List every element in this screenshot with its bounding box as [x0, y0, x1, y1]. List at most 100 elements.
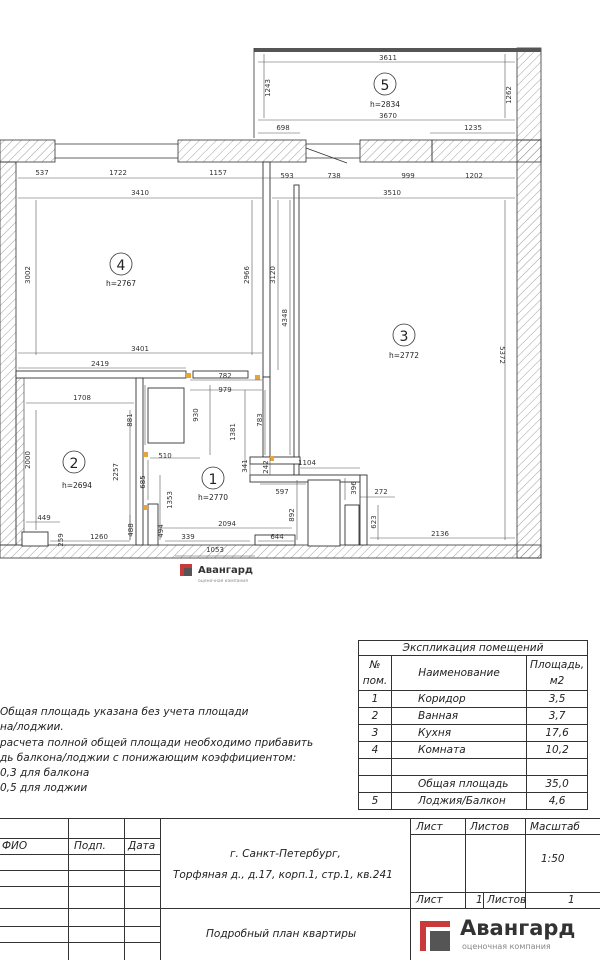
company-logo: Авангард оценочная компания — [420, 914, 595, 954]
balcony-row: 5 Лоджия/Балкон 4,6 — [358, 792, 589, 810]
dim-text: 510 — [158, 452, 171, 460]
table-row: 4 Комната 10,2 — [358, 741, 589, 759]
dim-text: 1104 — [298, 459, 316, 467]
svg-text:h=2770: h=2770 — [198, 493, 228, 502]
logo-mark-icon — [420, 921, 450, 951]
dim-text: 242 — [262, 460, 270, 473]
drawing-title: Подробный план квартиры — [206, 928, 357, 940]
dim-text: 782 — [218, 372, 231, 380]
dim-text: 2966 — [243, 266, 251, 284]
dim-text: 3611 — [379, 54, 397, 62]
dim-text: 3410 — [131, 189, 149, 197]
dim-text: 2419 — [91, 360, 109, 368]
exterior-walls — [0, 47, 542, 559]
dim-text: 1235 — [464, 124, 482, 132]
svg-text:h=2772: h=2772 — [389, 351, 419, 360]
svg-text:h=2767: h=2767 — [106, 279, 136, 288]
svg-text:1: 1 — [209, 472, 218, 488]
label-masshtab: Масштаб — [530, 821, 580, 833]
note-line: расчета полной общей площади необходимо … — [0, 736, 314, 749]
svg-text:оценочная компания: оценочная компания — [198, 579, 248, 584]
dim-text: 2257 — [112, 463, 120, 481]
explication-title: Экспликация помещений — [357, 640, 589, 656]
label-listov: Листов — [470, 821, 510, 833]
header-name: Наименование — [391, 655, 527, 691]
col-data: Дата — [128, 840, 156, 852]
dim-text: 5372 — [498, 346, 506, 364]
floor-plan: 3611 3670 1243 1262 698 1235 537 1722 11… — [0, 47, 542, 584]
svg-text:2: 2 — [70, 456, 79, 472]
dim-text: 1353 — [166, 491, 174, 509]
header-area: Площадь,м2 — [525, 655, 589, 691]
dim-text: 1202 — [465, 172, 483, 180]
scale-value: 1:50 — [541, 853, 565, 865]
col-podp: Подп. — [74, 840, 106, 852]
dim-text: 979 — [218, 386, 231, 394]
svg-text:5: 5 — [381, 78, 390, 94]
dim-text: 494 — [157, 524, 165, 538]
city: г. Санкт-Петербург, — [230, 848, 341, 860]
dim-text: 2136 — [431, 530, 449, 538]
note-line: Общая площадь указана без учета площади — [0, 706, 249, 718]
table-row-empty — [358, 758, 589, 776]
col-fio: ФИО — [2, 840, 28, 852]
label-list-2: Лист — [416, 894, 443, 906]
dim-text: 339 — [181, 533, 194, 541]
dim-text: 698 — [276, 124, 289, 132]
room-label-1: 1 h=2770 — [198, 466, 228, 502]
dim-text: 881 — [126, 413, 134, 426]
plan-logo: Авангард оценочная компания — [180, 564, 253, 584]
dim-text: 3401 — [131, 345, 149, 353]
svg-text:h=2694: h=2694 — [62, 481, 92, 490]
dim-text: 2094 — [218, 520, 236, 528]
dim-text: 1243 — [264, 79, 272, 97]
dim-text: 783 — [256, 413, 264, 426]
area-notes: Общая площадь указана без учета площади … — [0, 705, 345, 797]
note-line: на/лоджии. — [0, 721, 64, 734]
dim-text: 259 — [57, 533, 65, 546]
dim-text: 396 — [350, 481, 358, 495]
dim-text: 930 — [192, 408, 200, 421]
logo-text: Авангард — [460, 916, 576, 940]
corner-markers — [144, 373, 274, 510]
dim-text: 449 — [37, 514, 50, 522]
dim-text: 537 — [35, 169, 48, 177]
total-row: Общая площадь 35,0 — [358, 775, 589, 793]
dim-text: 3120 — [269, 266, 277, 284]
dim-text: 623 — [370, 515, 378, 528]
interior-walls — [15, 161, 368, 547]
svg-text:4: 4 — [117, 258, 126, 274]
svg-text:Авангард: Авангард — [198, 565, 253, 576]
dim-text: 644 — [270, 533, 284, 541]
dim-text: 593 — [280, 172, 293, 180]
dim-text: 1708 — [73, 394, 91, 402]
logo-subtitle: оценочная компания — [462, 942, 551, 951]
note-line: дь балкона/лоджии с понижающим коэффицие… — [0, 751, 297, 764]
address: Торфяная д., д.17, корп.1, стр.1, кв.241 — [173, 869, 393, 881]
room-label-2: 2 h=2694 — [62, 450, 92, 490]
dim-text: 1381 — [229, 423, 237, 441]
table-row: 1 Коридор 3,5 — [358, 690, 589, 708]
dim-text: 2000 — [24, 451, 32, 469]
svg-text:3: 3 — [400, 329, 409, 345]
dim-text: 1262 — [505, 86, 513, 104]
dimension-lines — [18, 54, 515, 557]
dim-text: 738 — [327, 172, 340, 180]
dim-text: 597 — [275, 488, 288, 496]
table-row: 3 Кухня 17,6 — [358, 724, 589, 742]
note-line: 0,5 для лоджии — [0, 782, 88, 795]
dim-text: 3510 — [383, 189, 401, 197]
dim-text: 1260 — [90, 533, 108, 541]
table-row: 2 Ванная 3,7 — [358, 707, 589, 725]
dim-text: 3002 — [24, 266, 32, 284]
label-list: Лист — [416, 821, 443, 833]
note-line: 0,3 для балкона — [0, 767, 90, 780]
dim-text: 685 — [139, 475, 147, 488]
dim-text: 1157 — [209, 169, 227, 177]
svg-text:h=2834: h=2834 — [370, 100, 400, 109]
dim-text: 1053 — [206, 546, 224, 554]
dim-text: 3670 — [379, 112, 397, 120]
room-label-5: 5 h=2834 — [370, 72, 400, 109]
